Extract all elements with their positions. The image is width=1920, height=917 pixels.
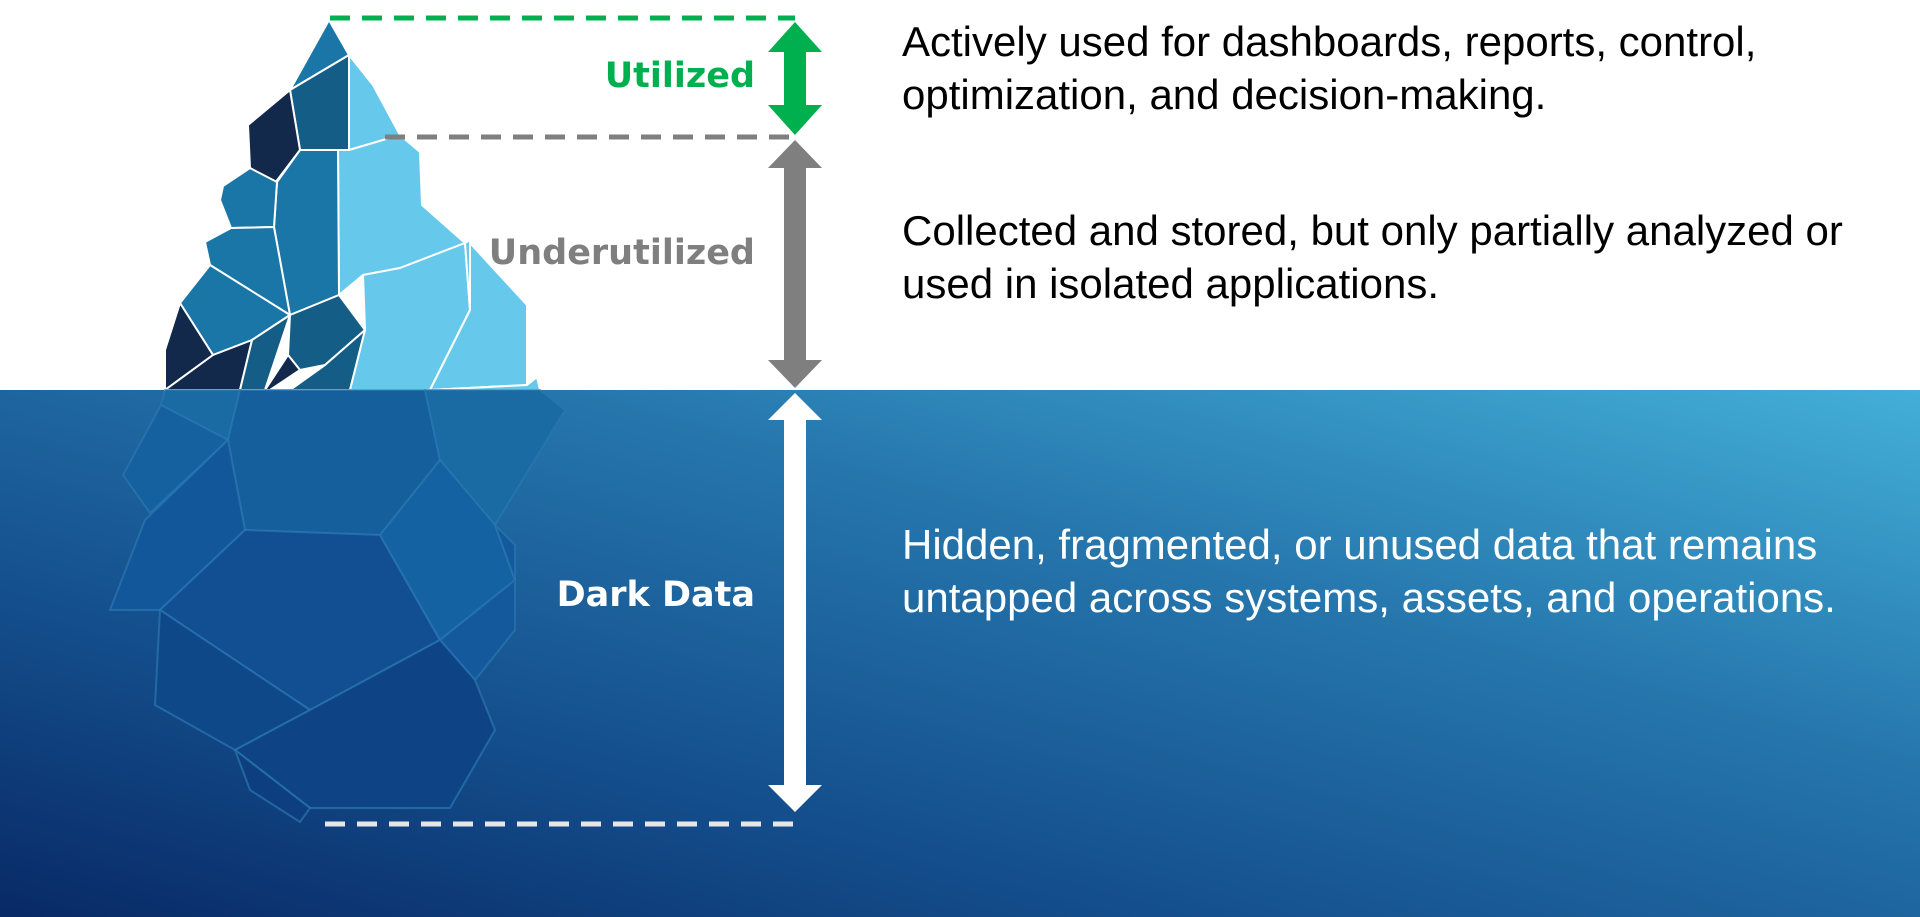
tier-description-utilized: Actively used for dashboards, reports, c… <box>902 18 1757 118</box>
tier-label-underutilized: Underutilized <box>488 233 755 273</box>
tier-label-utilized: Utilized <box>604 56 755 96</box>
dark-data-arrow <box>768 393 822 812</box>
tier-label-dark-data: Dark Data <box>556 575 755 615</box>
underutilized-arrow <box>768 140 822 388</box>
iceberg-tip <box>164 19 541 391</box>
tier-description-underutilized: Collected and stored, but only partially… <box>902 207 1843 307</box>
utilized-arrow <box>768 22 822 135</box>
iceberg-submerged <box>109 389 566 823</box>
tier-description-dark-data: Hidden, fragmented, or unused data that … <box>902 521 1836 621</box>
